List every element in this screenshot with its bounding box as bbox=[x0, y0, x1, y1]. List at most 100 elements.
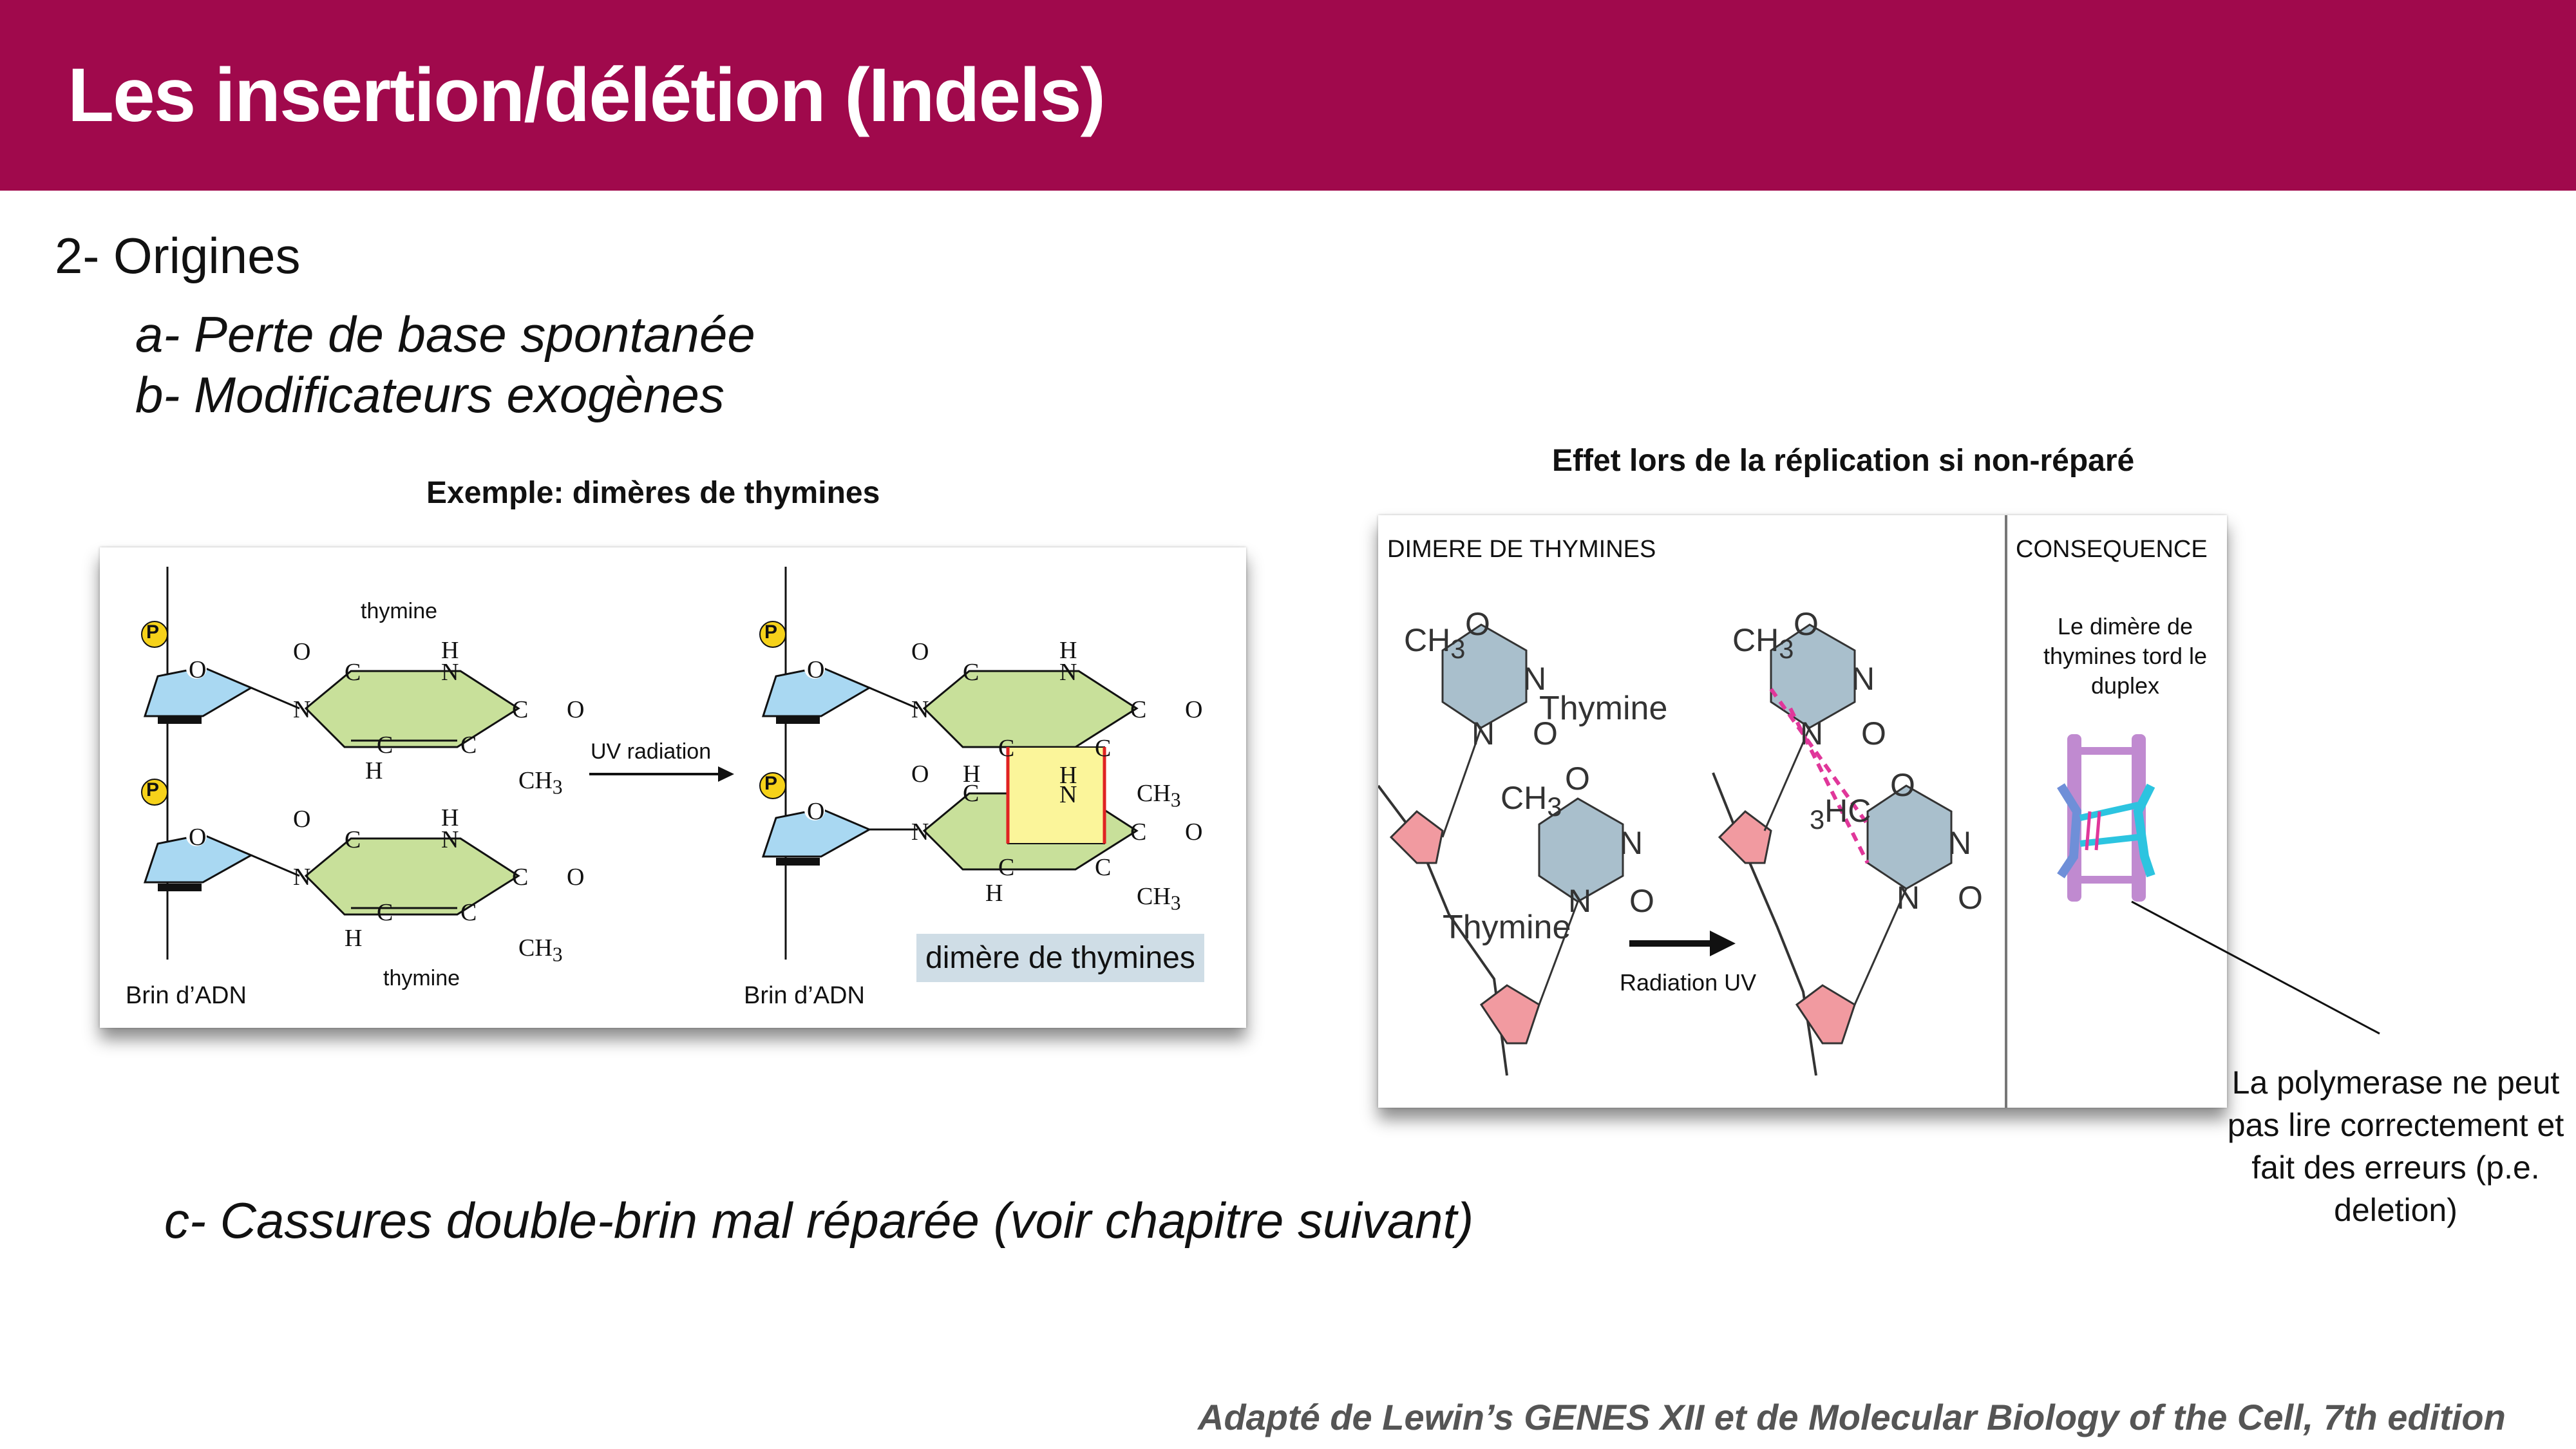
thymine-dimer-diagram bbox=[141, 567, 1139, 960]
atom-c: C bbox=[377, 899, 393, 926]
phosphate-label: P bbox=[146, 621, 160, 643]
atom-c: C bbox=[460, 899, 477, 926]
phosphate-label: P bbox=[764, 621, 778, 643]
thymine-ring bbox=[1770, 623, 1856, 729]
atom-o: O bbox=[567, 864, 585, 891]
thymine-label: thymine bbox=[361, 599, 438, 623]
atom-n: N bbox=[1800, 715, 1824, 752]
methyl-label-h3c: 3HC bbox=[1810, 793, 1871, 835]
sugar-ring-pink bbox=[1795, 984, 1856, 1045]
list-item-c: c- Cassures double-brin mal réparée (voi… bbox=[164, 1192, 1474, 1249]
thymine-label: Thymine bbox=[1443, 909, 1571, 946]
atom-c: C bbox=[998, 854, 1015, 881]
dimer-cyclobutane-ring bbox=[1007, 746, 1105, 844]
atom-o: O bbox=[1565, 761, 1590, 797]
phosphate-icon bbox=[141, 621, 168, 648]
atom-c: C bbox=[963, 780, 980, 807]
phosphate-label: P bbox=[764, 773, 778, 794]
replication-effect-figure: DIMERE DE THYMINES CONSEQUENCE Thymine T… bbox=[1378, 515, 2227, 1108]
replication-effect-diagram bbox=[1378, 515, 2155, 1108]
atom-h: H bbox=[441, 804, 459, 831]
thymine-ring bbox=[1538, 797, 1624, 903]
atom-n: N bbox=[1620, 825, 1643, 861]
right-figure-caption: Effet lors de la réplication si non-répa… bbox=[1552, 444, 2135, 478]
uv-radiation-label: UV radiation bbox=[591, 739, 712, 764]
atom-c: C bbox=[1130, 819, 1147, 846]
methyl-label: CH3 bbox=[1404, 622, 1466, 664]
atom-n: N bbox=[1948, 825, 1972, 861]
atom-c: C bbox=[963, 659, 980, 686]
sugar-oxygen-label: O bbox=[807, 656, 825, 683]
dimer-label-box: dimère de thymines bbox=[916, 934, 1204, 982]
atom-c: C bbox=[998, 735, 1015, 762]
atom-n: N bbox=[911, 696, 929, 723]
distorted-duplex-icon bbox=[2057, 734, 2155, 902]
atom-n: N bbox=[1568, 883, 1592, 919]
list-item-b: b- Modificateurs exogènes bbox=[135, 366, 724, 423]
sugar-oxygen-label: O bbox=[189, 824, 207, 851]
atom-n: N bbox=[1059, 781, 1077, 808]
atom-h: H bbox=[365, 757, 383, 784]
atom-o: O bbox=[1185, 696, 1203, 723]
atom-h: H bbox=[1059, 637, 1077, 664]
atom-o: O bbox=[1533, 715, 1558, 752]
sugar-ring-pink bbox=[1718, 810, 1772, 864]
methyl-label: CH3 bbox=[1501, 780, 1562, 822]
atom-n: N bbox=[441, 659, 459, 686]
atom-c: C bbox=[1130, 696, 1147, 723]
atom-o: O bbox=[1861, 715, 1886, 752]
thymine-label: Thymine bbox=[1539, 690, 1668, 727]
atom-o: O bbox=[1890, 767, 1915, 803]
sugar-oxygen-label: O bbox=[807, 798, 825, 825]
sugar-ring-pink bbox=[1389, 810, 1444, 864]
sugar-ring-left-top bbox=[143, 666, 254, 724]
atom-h: H bbox=[441, 637, 459, 664]
sugar-ring-pink bbox=[1479, 984, 1540, 1045]
left-figure-caption: Exemple: dimères de thymines bbox=[426, 476, 880, 510]
atom-c: C bbox=[345, 659, 361, 686]
dna-strand-label: Brin d’ADN bbox=[126, 982, 247, 1009]
section-label-dimer: DIMERE DE THYMINES bbox=[1387, 536, 1656, 563]
title-banner bbox=[0, 0, 2576, 191]
atom-o: O bbox=[567, 696, 585, 723]
thymine-dimer-figure: P P P P O O O O thymine thymine N C O N … bbox=[100, 547, 1246, 1028]
sugar-ring-right-bottom bbox=[761, 808, 872, 866]
atom-c: C bbox=[1095, 735, 1112, 762]
phosphate-icon bbox=[759, 772, 786, 799]
atom-h: H bbox=[985, 880, 1003, 907]
list-item-a: a- Perte de base spontanée bbox=[135, 306, 755, 363]
atom-n: N bbox=[293, 696, 311, 723]
source-credit: Adapté de Lewin’s GENES XII et de Molecu… bbox=[1198, 1397, 2506, 1437]
sugar-ring-left-bottom bbox=[143, 833, 254, 891]
atom-h: H bbox=[345, 925, 363, 952]
atom-o: O bbox=[293, 806, 311, 833]
atom-h: H bbox=[963, 761, 981, 788]
atom-c: C bbox=[512, 864, 529, 891]
phosphate-label: P bbox=[146, 779, 160, 800]
atom-n: N bbox=[293, 864, 311, 891]
atom-c: C bbox=[460, 732, 477, 759]
atom-n: N bbox=[1897, 880, 1920, 916]
atom-n: N bbox=[911, 819, 929, 846]
thymine-ring bbox=[1441, 623, 1528, 729]
pointer-line bbox=[2131, 900, 2380, 1035]
phosphate-icon bbox=[141, 779, 168, 806]
slide-title: Les insertion/délétion (Indels) bbox=[68, 53, 1106, 138]
thymine-label: thymine bbox=[383, 966, 460, 990]
atom-n: N bbox=[1523, 661, 1547, 697]
atom-c: C bbox=[345, 826, 361, 853]
methyl-label: CH3 bbox=[518, 934, 563, 966]
atom-c: C bbox=[1095, 854, 1112, 881]
consequence-text: Le dimère de thymines tord le duplex bbox=[2043, 613, 2208, 699]
section-heading: 2- Origines bbox=[55, 227, 301, 284]
atom-o: O bbox=[911, 761, 929, 788]
methyl-label: CH3 bbox=[1137, 883, 1181, 914]
atom-o: O bbox=[1794, 606, 1819, 642]
atom-c: C bbox=[377, 732, 393, 759]
polymerase-note: La polymerase ne peut pas lire correctem… bbox=[2227, 1065, 2564, 1228]
methyl-label: CH3 bbox=[518, 767, 563, 799]
radiation-uv-label: Radiation UV bbox=[1620, 969, 1757, 996]
dna-strand-label: Brin d’ADN bbox=[744, 982, 865, 1009]
atom-n: N bbox=[1472, 715, 1495, 752]
atom-n: N bbox=[1852, 661, 1875, 697]
